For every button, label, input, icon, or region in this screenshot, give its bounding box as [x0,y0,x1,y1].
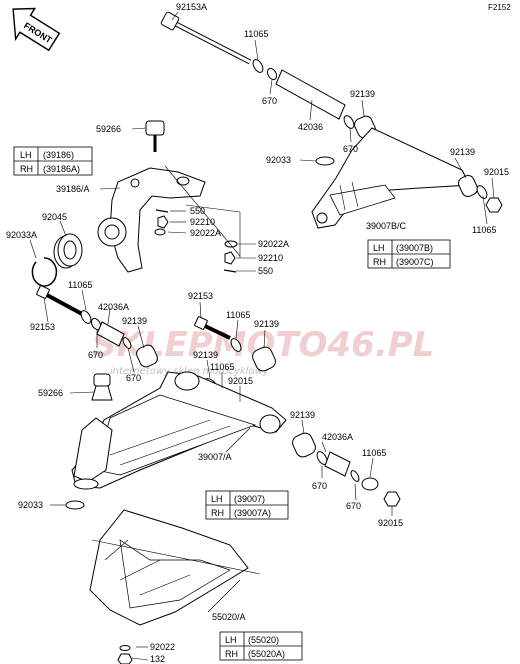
table-side: LH [225,635,237,645]
table-part: (39186) [43,150,74,160]
callout-92139-a: 92139 [350,89,375,99]
figure-id: F2152 [488,3,511,12]
table-lower-arm: LH (39007) RH (39007A) [205,490,289,520]
callout-11065-mid2: 11065 [210,362,234,372]
table-upper-arm: LH (39007B) RH (39007C) [367,239,451,269]
callout-42036: 42036 [298,122,323,132]
table-knuckle: LH (39186) RH (39186A) [13,146,93,176]
callout-92045: 92045 [42,212,67,222]
table-side: RH [373,257,386,267]
callout-92153-left: 92153 [30,322,55,332]
callout-11065-left: 11065 [68,280,92,290]
callout-550-b: 550 [258,266,273,276]
table-part: (55020) [248,635,279,645]
table-part: (39186A) [43,164,80,174]
callout-92022: 92022 [150,642,175,652]
callout-11065-right: 11065 [472,225,496,235]
callout-92015-right: 92015 [378,518,403,528]
skid-plate [89,509,249,664]
callout-92139-b: 92139 [450,147,475,157]
callout-92015-mid: 92015 [228,376,253,386]
callout-670-top: 670 [262,96,277,106]
callout-92033-bottom: 92033 [18,500,43,510]
callout-92033a: 92033A [6,230,37,240]
callout-92022a-a: 92022A [190,228,221,238]
callout-92153a: 92153A [176,2,207,12]
callout-11065-mid: 11065 [226,310,250,320]
callout-132: 132 [150,654,165,664]
callout-670-b: 670 [343,144,358,154]
table-skid-plate: LH (55020) RH (55020A) [219,631,303,661]
callout-42036a-left: 42036A [98,302,129,312]
callouts: 92153A 11065 670 42036 92139 670 92139 9… [6,2,509,664]
callout-55020a: 55020/A [212,612,246,622]
callout-92139-mid: 92139 [254,319,279,329]
callout-670-right: 670 [312,481,327,491]
callout-670-l2: 670 [126,373,141,383]
callout-39186a: 39186/A [56,184,90,194]
callout-59266-bottom: 59266 [38,388,63,398]
callout-92153-mid: 92153 [188,291,213,301]
callout-39007bc: 39007B/C [366,221,407,231]
table-part: (55020A) [248,649,285,659]
table-part: (39007A) [234,508,271,518]
callout-92139-right: 92139 [290,410,315,420]
callout-11065-right2: 11065 [362,448,386,458]
callout-59266-top: 59266 [96,124,121,134]
callout-550-a: 550 [190,206,205,216]
table-side: RH [211,508,224,518]
callout-92015-top: 92015 [484,167,509,177]
callout-670-left: 670 [88,350,103,360]
callout-92022a-b: 92022A [258,239,289,249]
upper-arm-assembly [160,11,503,229]
table-side: LH [20,150,32,160]
table-side: RH [20,164,33,174]
table-part: (39007) [234,494,265,504]
table-part: (39007B) [396,243,433,253]
callout-92139-mid2: 92139 [193,350,218,360]
callout-92210-b: 92210 [258,253,283,263]
table-side: RH [225,649,238,659]
knuckle-assembly [31,120,238,287]
lower-arm-assembly [36,285,401,510]
watermark-subtitle: internetowy sklep motocyklowy [110,366,270,377]
callout-42036a-right: 42036A [322,432,353,442]
callout-11065-top: 11065 [244,29,268,39]
table-part: (39007C) [396,257,434,267]
front-arrow-icon: FRONT [12,7,61,52]
callout-670-right2: 670 [346,501,361,511]
callout-92139-l1: 92139 [122,316,147,326]
table-side: LH [373,243,385,253]
callout-92210-a: 92210 [190,217,215,227]
callout-39007a: 39007/A [198,452,232,462]
callout-92033-top: 92033 [266,155,291,165]
leader-lines [29,11,495,661]
table-side: LH [211,494,223,504]
